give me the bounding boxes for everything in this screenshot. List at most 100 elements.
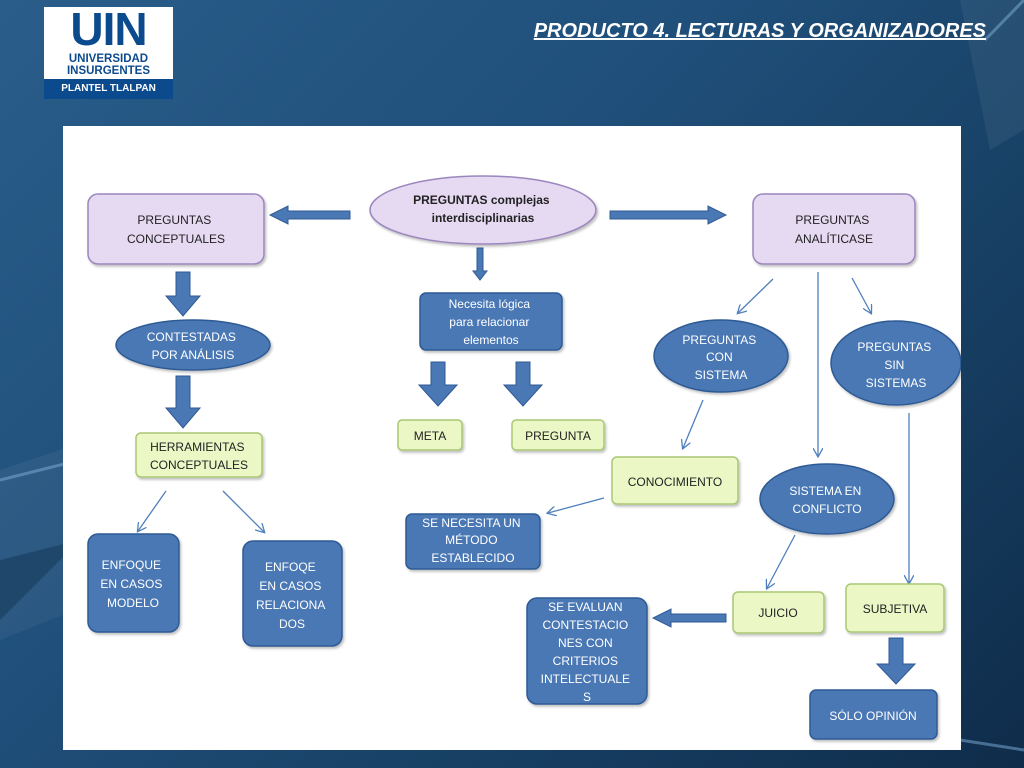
node-necesita-logica: Necesita lógica para relacionar elemento…: [419, 292, 563, 351]
node-evaluan-line-2: CONTESTACIO: [542, 618, 628, 632]
svg-text:PREGUNTA: PREGUNTA: [525, 429, 591, 443]
node-sistema-conflicto-line-1: SISTEMA EN: [789, 484, 861, 498]
node-analiticas-line-2: ANALÍTICASE: [795, 231, 873, 246]
university-logo: UIN UNIVERSIDAD INSURGENTES PLANTEL TLAL…: [44, 3, 173, 99]
concept-map: PREGUNTAS complejas interdisciplinarias …: [87, 175, 961, 740]
svg-text:PREGUNTAS CONCEPTUALES: PREGUNTAS CONCEPTUALES: [127, 213, 225, 246]
node-contestadas-line-2: POR ANÁLISIS: [152, 347, 235, 362]
node-subjetiva: SUBJETIVA: [845, 583, 945, 633]
node-evaluan-line-1: SE EVALUAN: [548, 600, 622, 614]
arrow-to-evaluan: [651, 608, 727, 628]
node-subjetiva-line-1: SUBJETIVA: [863, 602, 927, 616]
node-meta: META: [397, 419, 463, 451]
svg-text:META: META: [414, 429, 446, 443]
node-sin-sistemas: PREGUNTAS SIN SISTEMAS: [830, 320, 961, 406]
node-meta-line-1: META: [414, 429, 446, 443]
node-con-sistema: PREGUNTAS CON SISTEMA: [653, 319, 789, 393]
node-evaluan-line-3: NES CON: [558, 636, 613, 650]
svg-text:JUICIO: JUICIO: [758, 606, 797, 620]
node-sin-sistemas-line-3: SISTEMAS: [866, 376, 927, 390]
node-necesita-logica-line-1: Necesita lógica: [449, 297, 531, 311]
logo-line-2: INSURGENTES: [66, 65, 151, 77]
arrow-to-analiticas: [609, 205, 728, 225]
node-metodo-line-2: MÉTODO: [445, 532, 497, 547]
slide-title: PRODUCTO 4. LECTURAS Y ORGANIZADORES: [533, 20, 986, 42]
arrow-to-conceptuales: [268, 205, 351, 225]
node-juicio-line-1: JUICIO: [758, 606, 797, 620]
svg-text:SE EVALUAN CONTESTACIO: SE EVALUAN CONTESTACIO NES CON CRITERIOS…: [541, 600, 634, 704]
node-con-sistema-line-3: SISTEMA: [695, 368, 748, 382]
svg-text:CONOCIMIENTO: CONOCIMIENTO: [628, 475, 722, 489]
node-enfoque-relacionados-line-3: RELACIONA: [256, 598, 325, 612]
svg-text:PREGUNTAS complejas in: PREGUNTAS complejas interdisciplinarias: [413, 193, 553, 225]
node-conceptuales-line-2: CONCEPTUALES: [127, 232, 225, 246]
node-pregunta: PREGUNTA: [511, 419, 605, 451]
svg-text:PREGUNTAS ANALÍTICASE: PREGUNTAS ANALÍTICASE: [795, 213, 873, 246]
svg-text:HERRAMIENTAS CONCEPTUA: HERRAMIENTAS CONCEPTUALES: [150, 440, 248, 472]
arrow-to-metodo: [548, 497, 605, 513]
concept-map-panel: PREGUNTAS complejas interdisciplinarias …: [63, 126, 961, 750]
node-conceptuales: PREGUNTAS CONCEPTUALES: [87, 193, 265, 265]
node-evaluan-line-4: CRITERIOS: [553, 654, 618, 668]
node-evaluan-line-5: INTELECTUALE: [541, 672, 630, 686]
arrow-herr-to-relacionados: [222, 490, 264, 532]
node-conocimiento: CONOCIMIENTO: [611, 456, 739, 505]
node-pregunta-line-1: PREGUNTA: [525, 429, 591, 443]
arrow-to-herramientas: [164, 375, 202, 429]
node-enfoque-modelo-line-1: ENFOQUE: [102, 558, 161, 572]
arrow-to-necesita: [471, 247, 489, 281]
node-enfoque-relacionados-line-4: DOS: [279, 617, 305, 631]
node-analiticas-line-1: PREGUNTAS: [795, 213, 869, 227]
node-center: PREGUNTAS complejas interdisciplinarias: [369, 175, 597, 245]
node-contestadas-line-1: CONTESTADAS: [147, 330, 236, 344]
node-enfoque-modelo-line-2: EN CASOS: [100, 577, 162, 591]
node-sin-sistemas-line-1: PREGUNTAS: [857, 340, 931, 354]
node-sin-sistemas-line-2: SIN: [884, 358, 904, 372]
logo-uin: UIN: [70, 3, 147, 55]
node-analiticas: PREGUNTAS ANALÍTICASE: [752, 193, 916, 265]
arrow-to-con-sistema: [738, 278, 774, 313]
svg-text:ENFOQUE EN CASOS: ENFOQUE EN CASOS MODELO: [100, 558, 165, 610]
node-conceptuales-line-1: PREGUNTAS: [137, 213, 211, 227]
block-arrows: [164, 205, 917, 685]
node-evaluan: SE EVALUAN CONTESTACIO NES CON CRITERIOS…: [526, 597, 648, 705]
svg-text:SÓLO OPINIÓN: SÓLO OPINIÓN: [829, 708, 916, 723]
node-metodo: SE NECESITA UN MÉTODO ESTABLECIDO: [405, 513, 541, 570]
node-contestadas: CONTESTADAS POR ANÁLISIS: [115, 319, 271, 371]
node-herramientas-line-1: HERRAMIENTAS: [150, 440, 244, 454]
node-herramientas-line-2: CONCEPTUALES: [150, 458, 248, 472]
arrow-to-sin-sistemas: [851, 277, 871, 313]
node-solo-opinion: SÓLO OPINIÓN: [809, 689, 938, 740]
thin-arrows: [138, 272, 909, 588]
arrow-to-solo-opinion: [875, 637, 917, 685]
arrow-to-contestadas: [164, 271, 202, 317]
node-evaluan-line-6: S: [583, 690, 591, 704]
svg-text:SUBJETIVA: SUBJETIVA: [863, 602, 927, 616]
arrow-to-conocimiento: [683, 399, 704, 448]
node-enfoque-relacionados-line-1: ENFOQE: [265, 560, 316, 574]
node-solo-opinion-line-1: SÓLO OPINIÓN: [829, 708, 916, 723]
node-enfoque-modelo: ENFOQUE EN CASOS MODELO: [87, 533, 180, 633]
svg-text:ENFOQE EN CASOS: ENFOQE EN CASOS RELACIONA DOS: [256, 560, 328, 631]
node-metodo-line-3: ESTABLECIDO: [431, 551, 514, 565]
node-enfoque-modelo-line-3: MODELO: [107, 596, 159, 610]
arrow-to-juicio: [767, 534, 796, 588]
logo-line-1: UNIVERSIDAD: [68, 53, 149, 65]
node-herramientas: HERRAMIENTAS CONCEPTUALES: [135, 432, 263, 478]
node-con-sistema-line-1: PREGUNTAS: [682, 333, 756, 347]
svg-text:SE NECESITA UN MÉTODO: SE NECESITA UN MÉTODO ESTABLECIDO: [422, 516, 524, 565]
node-con-sistema-line-2: CON: [706, 350, 733, 364]
node-necesita-logica-line-3: elementos: [463, 333, 518, 347]
node-sistema-conflicto: SISTEMA EN CONFLICTO: [759, 463, 895, 535]
svg-text:PREGUNTAS CON: PREGUNTAS CON SISTEMA: [682, 333, 759, 382]
node-sistema-conflicto-line-2: CONFLICTO: [792, 502, 861, 516]
center-line-1: PREGUNTAS complejas: [413, 193, 550, 207]
node-enfoque-relacionados-line-2: EN CASOS: [259, 579, 321, 593]
svg-text:Necesita lógica para r: Necesita lógica para relacionar elemento…: [449, 297, 534, 347]
arrow-to-pregunta: [502, 361, 544, 407]
svg-text:CONTESTADAS POR ANÁLIS: CONTESTADAS POR ANÁLISIS: [147, 330, 239, 362]
node-necesita-logica-line-2: para relacionar: [449, 315, 529, 329]
node-metodo-line-1: SE NECESITA UN: [422, 516, 520, 530]
logo-campus: PLANTEL TLALPAN: [44, 79, 173, 99]
svg-text:PREGUNTAS SIN: PREGUNTAS SIN SISTEMAS: [857, 340, 934, 390]
